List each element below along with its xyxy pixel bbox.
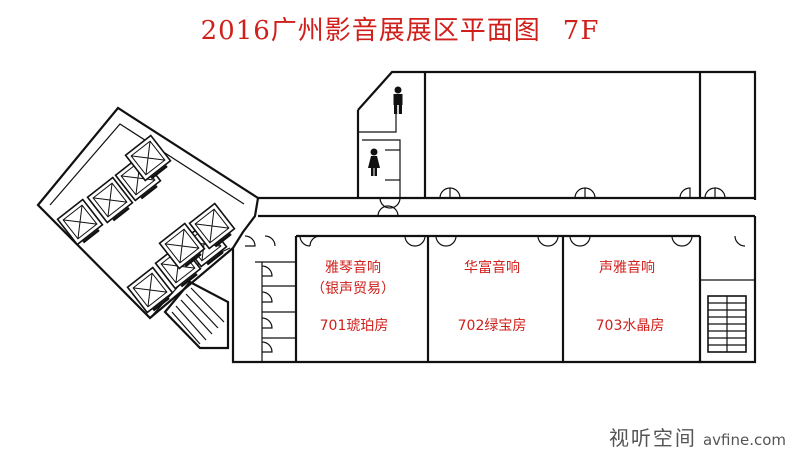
room-703-exhibitor: 声雅音响 xyxy=(599,259,655,276)
stairs-icon xyxy=(163,280,230,350)
room-703-name: 703水晶房 xyxy=(596,318,665,334)
room-701: 雅琴音响 （银声贸易） 701琥珀房 xyxy=(311,259,395,334)
room-701-exhibitor: 雅琴音响 xyxy=(325,259,381,276)
stairs-icon xyxy=(707,295,747,353)
room-703: 声雅音响 703水晶房 xyxy=(596,259,665,334)
plan-title-main: 2016广州影音展展区平面图 xyxy=(200,16,541,46)
plan-title: 2016广州影音展展区平面图 7F xyxy=(0,10,800,47)
room-702-name: 702绿宝房 xyxy=(458,318,527,334)
main-building xyxy=(231,70,757,364)
plan-title-floor: 7F xyxy=(562,16,600,46)
male-restroom-icon xyxy=(393,86,403,114)
watermark: 视听空间 avfine.com xyxy=(609,422,786,451)
room-702: 华富音响 702绿宝房 xyxy=(458,259,527,334)
elevator-group-upper xyxy=(56,134,173,248)
room-701-exhibitor-sub: （银声贸易） xyxy=(311,281,395,297)
room-701-name: 701琥珀房 xyxy=(320,318,389,334)
room-702-exhibitor: 华富音响 xyxy=(464,259,520,276)
doors xyxy=(244,187,746,353)
watermark-brand: 视听空间 xyxy=(608,426,697,450)
female-restroom-icon xyxy=(368,148,380,176)
watermark-site: avfine.com xyxy=(702,431,786,449)
